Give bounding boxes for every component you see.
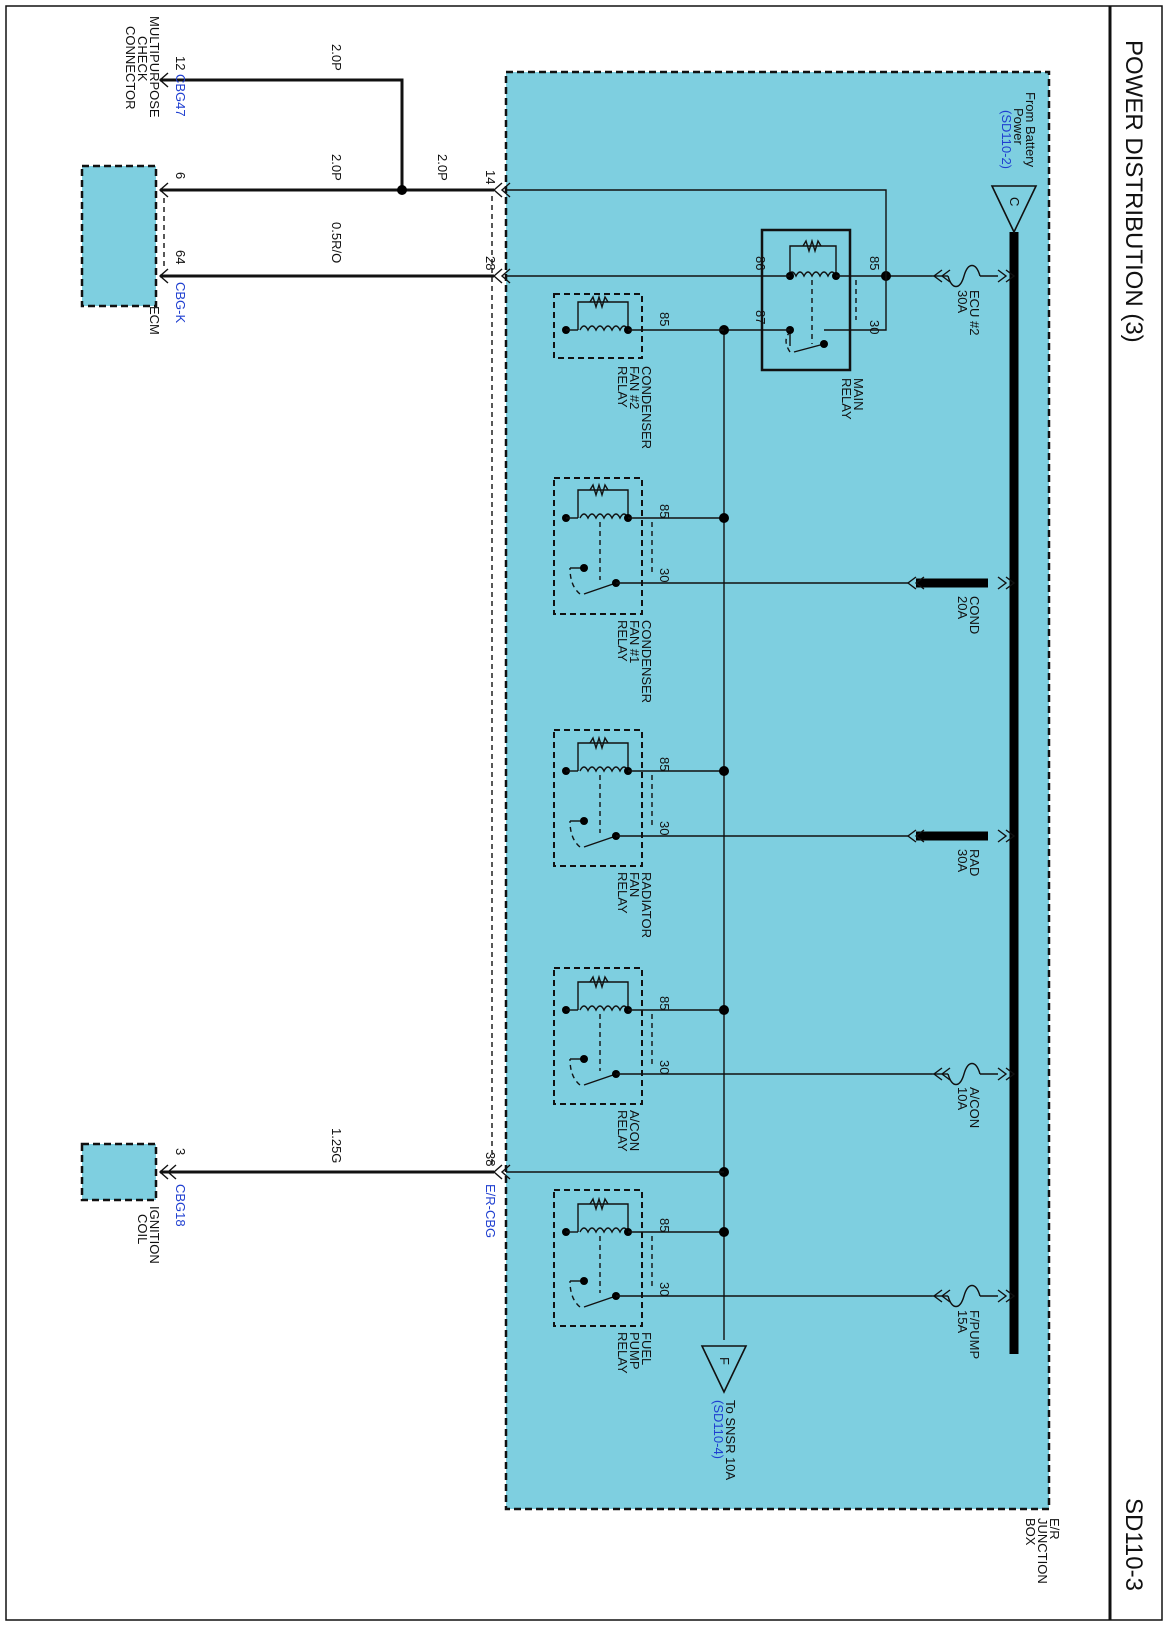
page-title: POWER DISTRIBUTION (3) bbox=[1120, 40, 1147, 343]
ecm-pin-6: 6 bbox=[173, 172, 188, 179]
cf1-label-3: RELAY bbox=[615, 620, 630, 662]
fuse-ecu2-name: ECU #2 bbox=[967, 290, 982, 336]
junction-box bbox=[504, 70, 1051, 1511]
battery-source-label-2: Power bbox=[1011, 108, 1026, 146]
sensor-output-letter: F bbox=[717, 1357, 732, 1365]
fuse-fpump bbox=[932, 1284, 1016, 1308]
ecm-pin-64: 64 bbox=[173, 250, 188, 264]
cf1-label-2: FAN #1 bbox=[627, 620, 642, 663]
fuse-cond-rating: 20A bbox=[955, 596, 970, 619]
rad-label-3: RELAY bbox=[615, 872, 630, 914]
acon-label-1: A/CON bbox=[627, 1110, 642, 1151]
fp-label-2: PUMP bbox=[627, 1332, 642, 1370]
mpc-label-3: CONNECTOR bbox=[123, 26, 138, 110]
sensor-output-connector bbox=[700, 1345, 748, 1394]
wire-label-1: 2.0P bbox=[329, 44, 344, 71]
acon-relay bbox=[553, 967, 653, 1105]
rad-label-2: FAN bbox=[627, 872, 642, 897]
main-relay-label-2: RELAY bbox=[839, 378, 854, 420]
fuel-pump-relay bbox=[553, 1189, 653, 1327]
main-pin-86: 86 bbox=[753, 256, 768, 270]
mpc-connector: CBG47 bbox=[173, 74, 188, 117]
battery-source-letter: C bbox=[1007, 197, 1022, 206]
fp-pin-30: 30 bbox=[657, 1282, 672, 1296]
acon-pin-30: 30 bbox=[657, 1060, 672, 1074]
coil-pin-symbol bbox=[158, 1164, 177, 1180]
cf1-label-1: CONDENSER bbox=[639, 620, 654, 703]
radiator-fan-relay bbox=[553, 729, 653, 867]
fuse-acon-rating: 10A bbox=[955, 1087, 970, 1110]
wire-splice bbox=[397, 185, 407, 195]
sensor-output-ref: (SD110-4) bbox=[711, 1400, 726, 1459]
coil-label-1: IGNITION bbox=[147, 1206, 162, 1264]
wire-main-85-to-pin14 bbox=[506, 189, 887, 276]
rad-pin-85: 85 bbox=[657, 757, 672, 771]
fuse-rad-name: RAD bbox=[967, 849, 982, 876]
sensor-output-label: To SNSR 10A bbox=[723, 1400, 738, 1481]
coil-label-2: COIL bbox=[135, 1214, 150, 1244]
main-pin-85: 85 bbox=[867, 256, 882, 270]
cf1-pin-30: 30 bbox=[657, 568, 672, 582]
page-code: SD110-3 bbox=[1120, 1498, 1147, 1591]
wire-label-4: 0.5R/O bbox=[329, 222, 344, 263]
battery-source-connector bbox=[990, 185, 1038, 234]
condenser-fan2-relay bbox=[553, 293, 643, 359]
coil-connector: CBG18 bbox=[173, 1184, 188, 1227]
jb-pin-14: 14 bbox=[483, 170, 498, 184]
mpc-label-1: MULTIPURPOSE bbox=[147, 16, 162, 118]
ecm-label: ECM bbox=[147, 306, 162, 335]
fp-label-3: RELAY bbox=[615, 1332, 630, 1374]
fuse-acon-name: A/CON bbox=[967, 1087, 982, 1128]
page-frame bbox=[5, 5, 1163, 1621]
main-pin-30: 30 bbox=[867, 320, 882, 334]
wire-main-30 bbox=[824, 276, 887, 331]
wire-label-5: 1.25G bbox=[329, 1128, 344, 1163]
condenser-fan1-relay bbox=[553, 477, 653, 615]
ecm-pin-symbols bbox=[158, 182, 169, 284]
jb-pin-38: 38 bbox=[483, 1152, 498, 1166]
main-pin-87: 87 bbox=[753, 310, 768, 324]
cf2-label-3: RELAY bbox=[615, 366, 630, 408]
cf1-pin-85: 85 bbox=[657, 504, 672, 518]
cf2-label-1: CONDENSER bbox=[639, 366, 654, 449]
fuse-fpump-name: F/PUMP bbox=[967, 1310, 982, 1359]
mpc-pin-symbol bbox=[158, 72, 169, 88]
jb-connector-label: E/R-CBG bbox=[483, 1184, 498, 1238]
fuse-rad-rating: 30A bbox=[955, 849, 970, 872]
main-relay bbox=[760, 228, 852, 372]
fp-pin-85: 85 bbox=[657, 1218, 672, 1232]
ignition-coil-box bbox=[80, 1142, 158, 1202]
wire-label-2: 2.0P bbox=[329, 154, 344, 181]
ecm-box bbox=[80, 164, 158, 308]
fuse-fpump-rating: 15A bbox=[955, 1310, 970, 1333]
cf2-pin-85: 85 bbox=[657, 312, 672, 326]
rad-pin-30: 30 bbox=[657, 821, 672, 835]
fuse-cond-name: COND bbox=[967, 596, 982, 634]
junction-box-label-3: BOX bbox=[1023, 1518, 1038, 1546]
rad-label-1: RADIATOR bbox=[639, 872, 654, 938]
acon-label-2: RELAY bbox=[615, 1110, 630, 1152]
wire-label-3: 2.0P bbox=[435, 154, 450, 181]
fp-label-1: FUEL bbox=[639, 1332, 654, 1365]
fuse-ecu2-rating: 30A bbox=[955, 290, 970, 313]
wire-mpc-to-splice bbox=[160, 78, 404, 190]
mpc-pin: 12 bbox=[173, 56, 188, 70]
coil-pin: 3 bbox=[173, 1148, 188, 1155]
cf2-label-2: FAN #2 bbox=[627, 366, 642, 409]
mpc-label-2: CHECK bbox=[135, 36, 150, 82]
battery-source-ref: (SD110-2) bbox=[999, 110, 1014, 169]
jb-pin-28: 28 bbox=[483, 256, 498, 270]
battery-source-label-1: From Battery bbox=[1023, 92, 1038, 168]
fuse-ecu2 bbox=[932, 264, 1016, 288]
fuse-acon bbox=[932, 1062, 1016, 1086]
main-relay-label-1: MAIN bbox=[851, 378, 866, 411]
junction-box-label-2: JUNCTION bbox=[1035, 1518, 1050, 1584]
acon-pin-85: 85 bbox=[657, 996, 672, 1010]
ecm-connector: CBG-K bbox=[173, 282, 188, 324]
junction-box-label-1: E/R bbox=[1047, 1518, 1062, 1540]
